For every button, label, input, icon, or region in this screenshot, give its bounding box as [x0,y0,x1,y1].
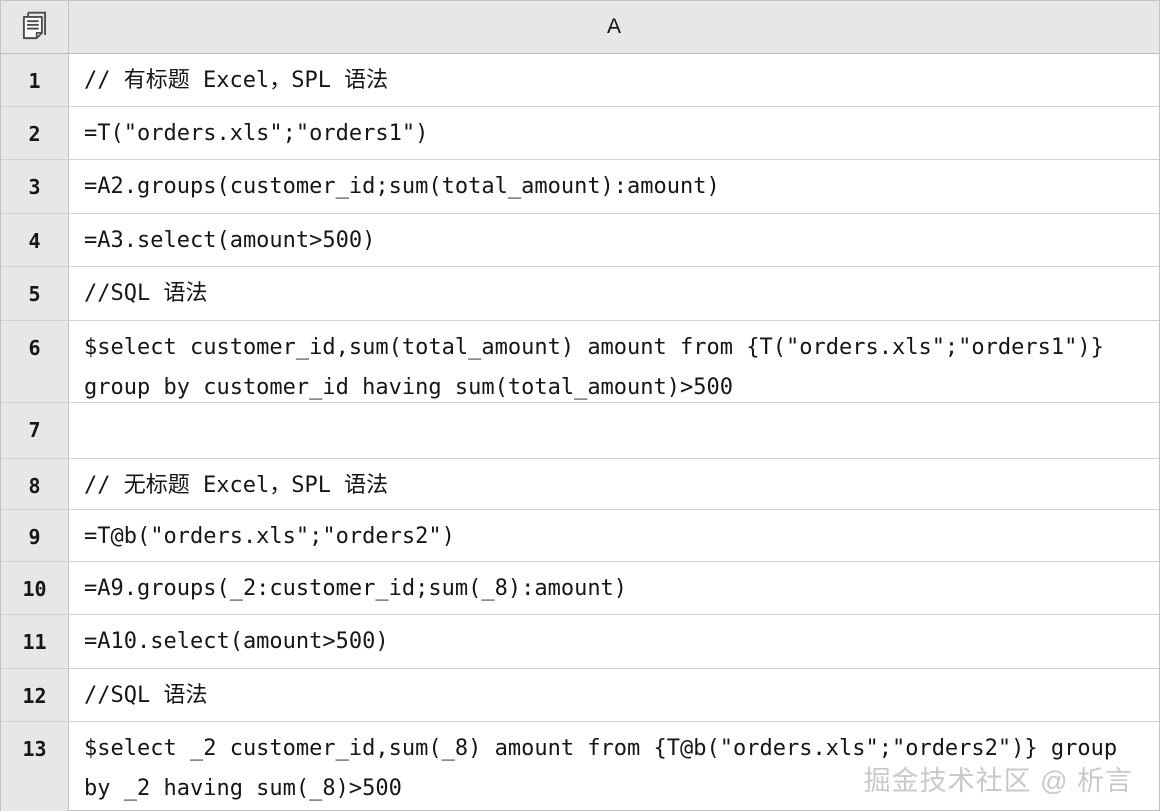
cell-A1[interactable]: // 有标题 Excel，SPL 语法 [84,68,389,93]
row-number-3[interactable]: 3 [1,160,69,213]
cell-A3[interactable]: =A2.groups(customer_id;sum(total_amount)… [84,174,720,199]
row-number-7[interactable]: 7 [1,403,69,458]
cell-A4[interactable]: =A3.select(amount>500) [84,228,376,253]
table-row: 5 //SQL 语法 [1,267,1159,321]
row-number-6[interactable]: 6 [1,321,69,402]
table-row: 4 =A3.select(amount>500) [1,214,1159,267]
header-row: A [1,1,1159,54]
table-row: 7 [1,403,1159,459]
column-header-a[interactable]: A [606,15,621,38]
row-number-11[interactable]: 11 [1,615,69,668]
row-number-12[interactable]: 12 [1,669,69,721]
cell-A2[interactable]: =T("orders.xls";"orders1") [84,121,429,146]
cell-A13[interactable]: $select _2 customer_id,sum(_8) amount fr… [84,736,1118,801]
cell-A11[interactable]: =A10.select(amount>500) [84,629,389,654]
table-row: 1 // 有标题 Excel，SPL 语法 [1,54,1159,107]
cell-A10[interactable]: =A9.groups(_2:customer_id;sum(_8):amount… [84,576,628,601]
row-number-2[interactable]: 2 [1,107,69,159]
table-row: 8 // 无标题 Excel，SPL 语法 [1,459,1159,510]
copy-pages-icon [18,9,52,45]
row-number-9[interactable]: 9 [1,510,69,561]
cell-A8[interactable]: // 无标题 Excel，SPL 语法 [84,473,389,498]
select-all-corner-cell[interactable] [1,1,69,53]
table-row: 12 //SQL 语法 [1,669,1159,722]
table-row: 6$select customer_id,sum(total_amount) a… [1,321,1159,403]
table-row: 9 =T@b("orders.xls";"orders2") [1,510,1159,562]
row-number-13[interactable]: 13 [1,722,69,811]
row-number-1[interactable]: 1 [1,54,69,106]
cell-A6[interactable]: $select customer_id,sum(total_amount) am… [84,335,1104,400]
table-row: 2 =T("orders.xls";"orders1") [1,107,1159,160]
row-number-4[interactable]: 4 [1,214,69,266]
row-number-10[interactable]: 10 [1,562,69,614]
rows-container: 1 // 有标题 Excel，SPL 语法 2 =T("orders.xls";"or… [1,54,1159,811]
cell-A7[interactable] [69,403,1159,458]
cell-A12[interactable]: //SQL 语法 [84,683,208,708]
row-number-5[interactable]: 5 [1,267,69,320]
cell-A5[interactable]: //SQL 语法 [84,281,208,306]
cell-A9[interactable]: =T@b("orders.xls";"orders2") [84,524,455,549]
table-row: 3 =A2.groups(customer_id;sum(total_amount… [1,160,1159,214]
table-row: 11 =A10.select(amount>500) [1,615,1159,669]
table-row: 10 =A9.groups(_2:customer_id;sum(_8):amou… [1,562,1159,615]
row-number-8[interactable]: 8 [1,459,69,509]
table-row: 13$select _2 customer_id,sum(_8) amount … [1,722,1159,811]
